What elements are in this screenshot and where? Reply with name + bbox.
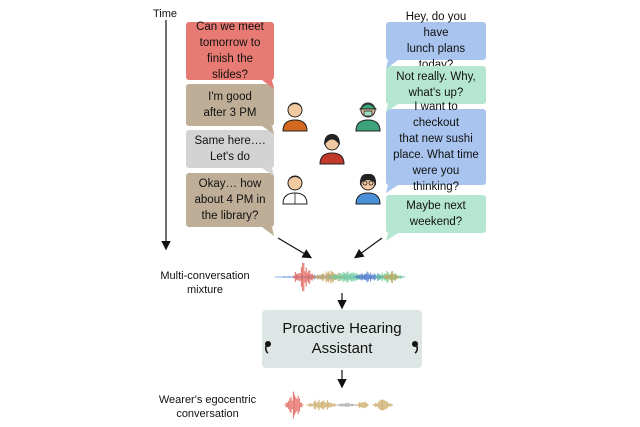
output-label: Wearer's egocentric conversation	[158, 394, 257, 420]
time-label: Time	[152, 8, 178, 20]
output-waveform	[284, 391, 393, 419]
proactive-hearing-assistant-box: Proactive Hearing Assistant	[262, 310, 422, 368]
left-message-4: Okay… how about 4 PM in the library?	[186, 173, 274, 227]
person-blue-glasses-icon	[355, 173, 381, 205]
right-message-2: Not really. Why, what's up?	[386, 66, 486, 104]
right-message-3: I want to checkout that new sushi place.…	[386, 101, 486, 193]
mixture-label: Multi-conversation mixture	[160, 270, 250, 296]
person-green-scrubs-icon	[355, 102, 381, 132]
mixture-waveform	[274, 262, 406, 292]
earbud-right-icon	[412, 341, 418, 354]
left-message-3: Same here…. Let's do	[186, 130, 274, 168]
right-arrow	[354, 237, 383, 259]
person-orange-shirt-icon	[282, 102, 308, 132]
right-message-4: Maybe next weekend?	[386, 195, 486, 233]
left-arrow	[277, 237, 313, 259]
earbud-left-icon	[265, 341, 271, 354]
person-red-center-icon	[319, 134, 345, 165]
left-message-2: I'm good after 3 PM	[186, 84, 274, 126]
person-white-coat-icon	[282, 175, 308, 205]
left-message-1: Can we meet tomorrow to finish the slide…	[186, 21, 274, 81]
bubble-tails	[262, 60, 398, 241]
